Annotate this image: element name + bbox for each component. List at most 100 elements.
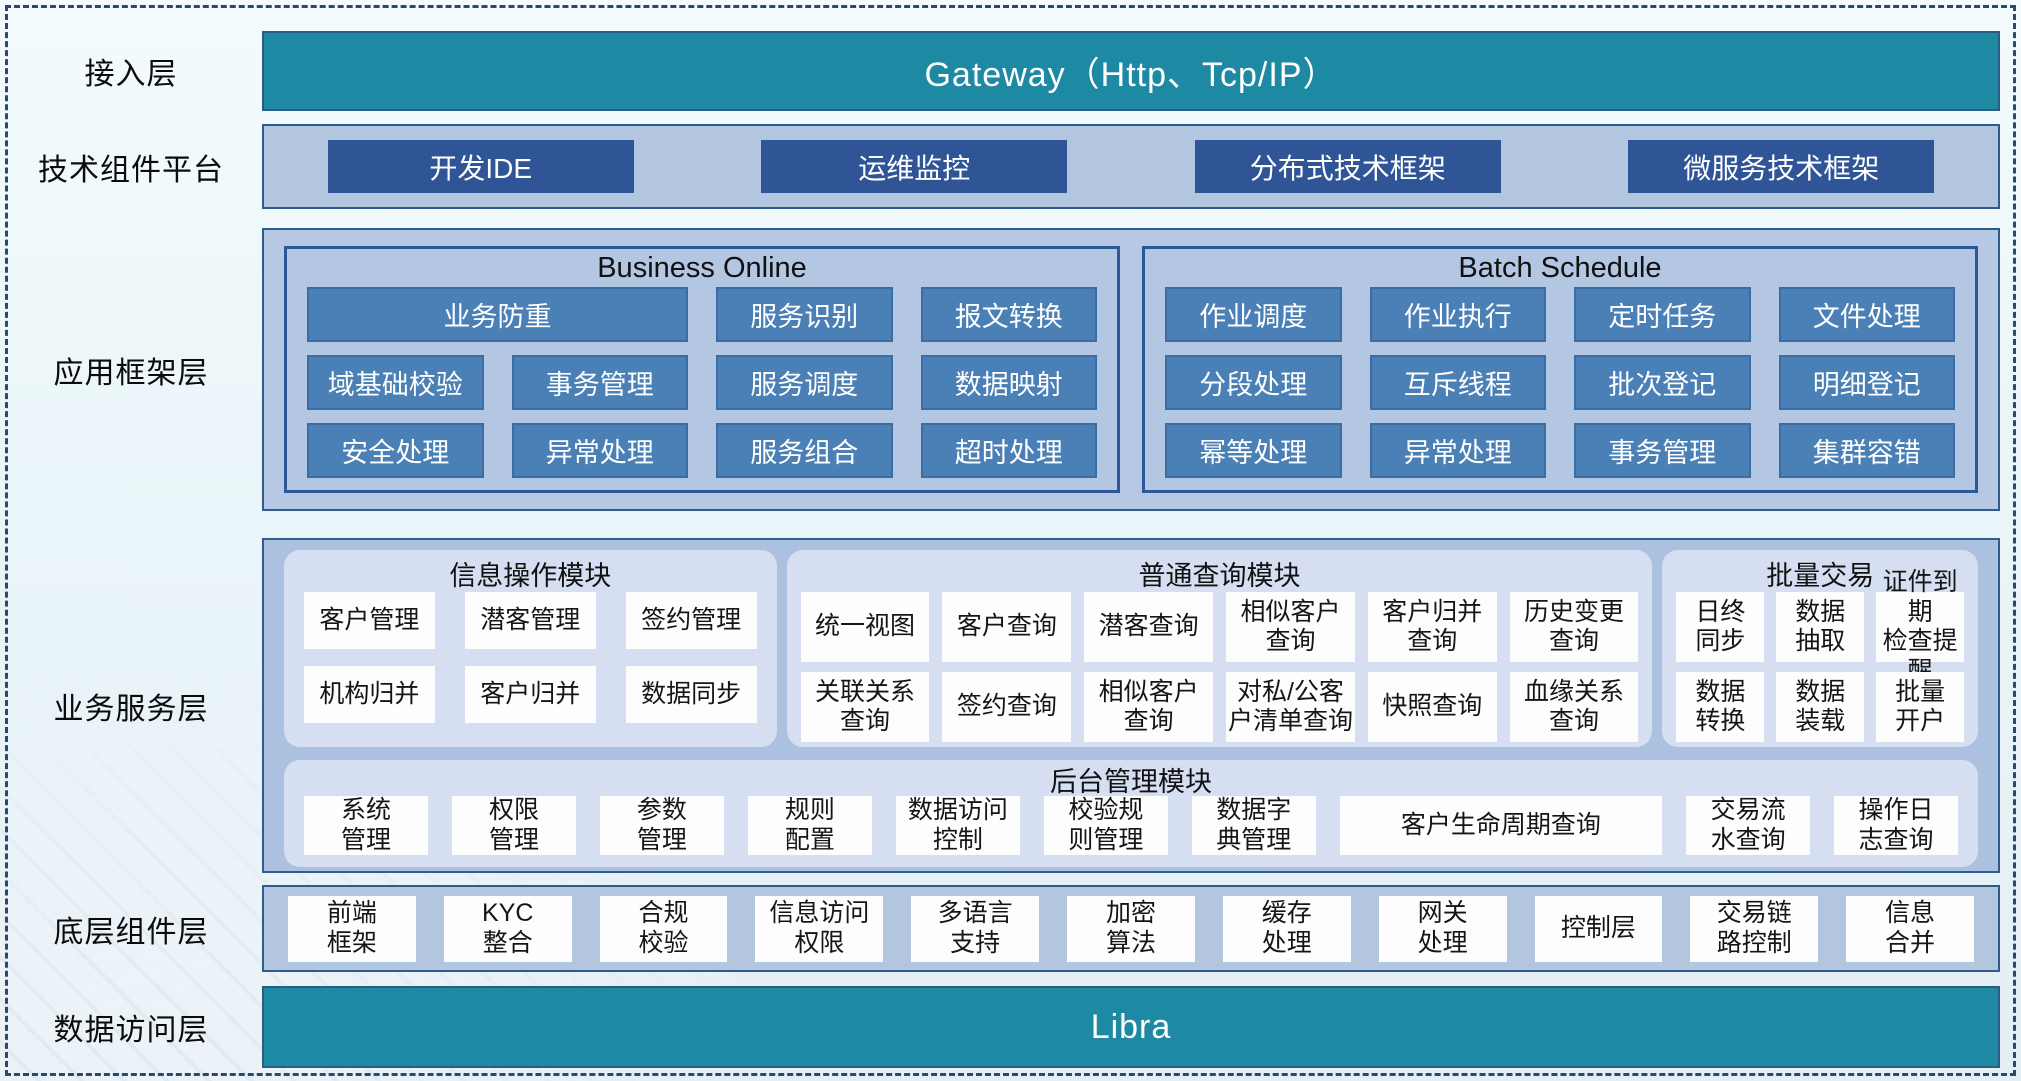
business-service-container: 信息操作模块 客户管理潜客管理签约管理机构归并客户归并数据同步 普通查询模块 统… bbox=[262, 538, 2000, 873]
framework-module-box: 文件处理 bbox=[1778, 287, 1955, 342]
service-module-box: 证件到期 检查提醒 bbox=[1876, 568, 1964, 685]
service-module-box: 客户归并 bbox=[464, 666, 596, 723]
admin-module-box: 数据字 典管理 bbox=[1191, 796, 1316, 855]
service-module-box: 日终 同步 bbox=[1676, 592, 1765, 662]
framework-module-box: 报文转换 bbox=[920, 287, 1097, 342]
panel-admin-module: 后台管理模块 系统 管理权限 管理参数 管理规则 配置数据访问 控制校验规 则管… bbox=[284, 760, 1978, 867]
common-query-grid: 统一视图客户查询潜客查询相似客户 查询客户归并 查询历史变更 查询关联关系 查询… bbox=[800, 592, 1639, 742]
base-component-box: 多语言 支持 bbox=[911, 895, 1040, 962]
service-module-box: 客户管理 bbox=[304, 592, 435, 649]
framework-module-box: 安全处理 bbox=[307, 423, 484, 478]
framework-module-box: 数据映射 bbox=[920, 355, 1097, 410]
panel-title-batch-schedule: Batch Schedule bbox=[1458, 251, 1662, 284]
framework-module-box: 明细登记 bbox=[1778, 355, 1955, 410]
service-module-box: 潜客查询 bbox=[1084, 592, 1214, 662]
service-module-box: 客户归并 查询 bbox=[1367, 592, 1497, 662]
admin-module-box: 参数 管理 bbox=[599, 796, 724, 855]
batch-trade-grid: 日终 同步数据 抽取证件到期 检查提醒数据 转换数据 装载批量 开户 bbox=[1676, 568, 1964, 742]
framework-module-box: 事务管理 bbox=[1574, 423, 1751, 478]
tech-component-box: 分布式技术框架 bbox=[1194, 140, 1501, 193]
framework-module-box: 服务调度 bbox=[716, 355, 893, 410]
batch-schedule-grid: 作业调度作业执行定时任务文件处理分段处理互斥线程批次登记明细登记幂等处理异常处理… bbox=[1165, 287, 1955, 478]
service-module-box: 批量 开户 bbox=[1876, 672, 1964, 742]
layer-label-business-service: 业务服务层 bbox=[53, 692, 209, 726]
base-component-box: KYC 整合 bbox=[443, 895, 572, 962]
admin-module-box: 系统 管理 bbox=[304, 796, 428, 855]
service-module-box: 潜客管理 bbox=[464, 592, 596, 649]
layer-row-app-framework: 应用框架层 Business Online 业务防重服务识别报文转换域基础校验事… bbox=[0, 228, 2000, 511]
tech-component-box: 运维监控 bbox=[761, 140, 1068, 193]
framework-module-box: 服务组合 bbox=[716, 423, 893, 478]
layer-label-access: 接入层 bbox=[84, 58, 178, 91]
gateway-bar: Gateway（Http、Tcp/IP） bbox=[262, 31, 2000, 111]
admin-module-box: 操作日 志查询 bbox=[1834, 796, 1959, 855]
framework-module-box: 集群容错 bbox=[1778, 423, 1955, 478]
framework-module-box: 事务管理 bbox=[511, 355, 688, 410]
service-module-box: 客户查询 bbox=[942, 592, 1072, 662]
panel-business-online: Business Online 业务防重服务识别报文转换域基础校验事务管理服务调… bbox=[284, 246, 1120, 493]
admin-module-row: 系统 管理权限 管理参数 管理规则 配置数据访问 控制校验规 则管理数据字 典管… bbox=[304, 796, 1959, 855]
service-module-box: 关联关系 查询 bbox=[800, 672, 930, 742]
admin-module-box: 数据访问 控制 bbox=[895, 796, 1020, 855]
panel-title-business-online: Business Online bbox=[597, 251, 807, 284]
framework-module-box: 超时处理 bbox=[920, 423, 1097, 478]
framework-module-box: 域基础校验 bbox=[307, 355, 484, 410]
service-module-box: 签约管理 bbox=[625, 592, 757, 649]
panel-info-operation: 信息操作模块 客户管理潜客管理签约管理机构归并客户归并数据同步 bbox=[284, 550, 777, 747]
framework-module-box: 作业调度 bbox=[1165, 287, 1342, 342]
service-module-box: 相似客户 查询 bbox=[1226, 592, 1355, 662]
framework-module-box: 业务防重 bbox=[307, 287, 688, 342]
framework-module-box: 互斥线程 bbox=[1369, 355, 1546, 410]
service-module-box: 血缘关系 查询 bbox=[1509, 672, 1639, 742]
app-framework-container: Business Online 业务防重服务识别报文转换域基础校验事务管理服务调… bbox=[262, 228, 2000, 511]
base-component-box: 缓存 处理 bbox=[1222, 895, 1351, 962]
service-module-box: 统一视图 bbox=[800, 592, 930, 662]
admin-module-box: 交易流 水查询 bbox=[1686, 796, 1811, 855]
base-component-box: 前端 框架 bbox=[288, 895, 416, 962]
framework-module-box: 异常处理 bbox=[1369, 423, 1546, 478]
framework-module-box: 定时任务 bbox=[1574, 287, 1751, 342]
service-module-box: 数据 抽取 bbox=[1776, 592, 1865, 662]
service-module-box: 对私/公客 户清单查询 bbox=[1226, 672, 1355, 742]
panel-title-common-query: 普通查询模块 bbox=[1138, 560, 1301, 591]
service-module-box: 机构归并 bbox=[304, 666, 435, 723]
business-online-grid: 业务防重服务识别报文转换域基础校验事务管理服务调度数据映射安全处理异常处理服务组… bbox=[307, 287, 1097, 478]
layer-label-tech: 技术组件平台 bbox=[38, 153, 224, 187]
framework-module-box: 服务识别 bbox=[716, 287, 893, 342]
info-operation-grid: 客户管理潜客管理签约管理机构归并客户归并数据同步 bbox=[298, 592, 763, 735]
layer-row-access: 接入层 Gateway（Http、Tcp/IP） bbox=[0, 31, 2000, 111]
service-module-box: 快照查询 bbox=[1367, 672, 1497, 742]
admin-module-box: 校验规 则管理 bbox=[1043, 796, 1168, 855]
panel-title-info-operation: 信息操作模块 bbox=[449, 560, 612, 591]
panel-title-admin-module: 后台管理模块 bbox=[1050, 766, 1212, 797]
base-component-box: 信息 合并 bbox=[1846, 895, 1974, 962]
service-module-box: 签约查询 bbox=[942, 672, 1072, 742]
layer-row-data-access: 数据访问层 Libra bbox=[0, 986, 2000, 1068]
service-module-box: 数据同步 bbox=[625, 666, 757, 723]
admin-module-box: 客户生命周期查询 bbox=[1339, 796, 1663, 855]
base-component-box: 交易链 路控制 bbox=[1690, 895, 1819, 962]
admin-module-box: 规则 配置 bbox=[747, 796, 872, 855]
layer-label-base-component: 底层组件层 bbox=[53, 915, 209, 949]
panel-title-batch-trade: 批量交易 bbox=[1766, 560, 1875, 591]
service-module-box: 历史变更 查询 bbox=[1509, 592, 1639, 662]
framework-module-box: 分段处理 bbox=[1165, 355, 1342, 410]
tech-component-box: 微服务技术框架 bbox=[1628, 140, 1935, 193]
base-component-box: 控制层 bbox=[1534, 895, 1663, 962]
service-module-box: 数据 转换 bbox=[1676, 672, 1765, 742]
base-component-box: 合规 校验 bbox=[599, 895, 728, 962]
base-component-box: 信息访问 权限 bbox=[755, 895, 884, 962]
service-module-box: 相似客户 查询 bbox=[1084, 672, 1214, 742]
panel-batch-trade: 批量交易 日终 同步数据 抽取证件到期 检查提醒数据 转换数据 装载批量 开户 bbox=[1662, 550, 1978, 747]
panel-common-query: 普通查询模块 统一视图客户查询潜客查询相似客户 查询客户归并 查询历史变更 查询… bbox=[786, 550, 1653, 747]
business-service-top-panels: 信息操作模块 客户管理潜客管理签约管理机构归并客户归并数据同步 普通查询模块 统… bbox=[284, 550, 1978, 747]
layer-label-data-access: 数据访问层 bbox=[53, 1014, 209, 1047]
framework-module-box: 异常处理 bbox=[511, 423, 688, 478]
libra-bar: Libra bbox=[262, 986, 2000, 1068]
admin-module-box: 权限 管理 bbox=[451, 796, 576, 855]
service-module-box: 数据 装载 bbox=[1776, 672, 1865, 742]
